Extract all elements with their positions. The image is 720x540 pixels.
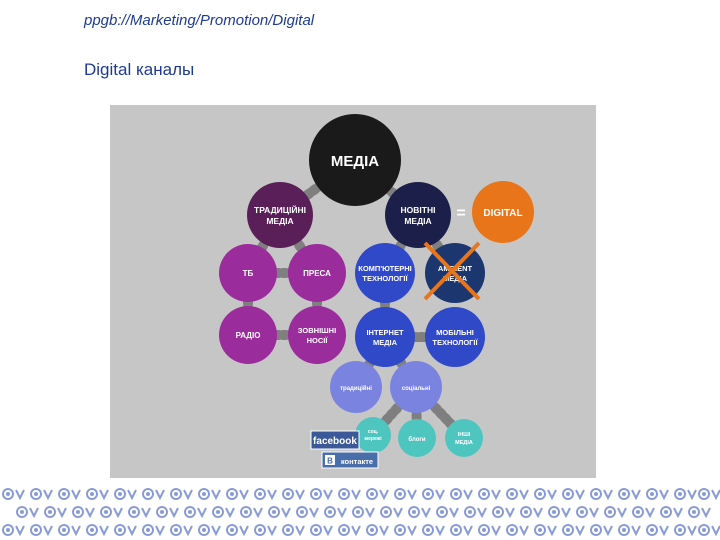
node-label-line: МЕДІА xyxy=(266,216,293,226)
node-social-networks: соц. мережі xyxy=(355,417,391,453)
node-label-line: МЕДІА xyxy=(443,274,468,283)
node-label-line: ТРАДИЦІЙНІ xyxy=(254,204,306,215)
node-circle xyxy=(445,419,483,457)
diagram-canvas: МЕДІА ТРАДИЦІЙНІ МЕДІА НОВІТНІ МЕДІА = D… xyxy=(219,114,534,469)
node-circle xyxy=(425,307,485,367)
media-diagram: МЕДІА ТРАДИЦІЙНІ МЕДІА НОВІТНІ МЕДІА = D… xyxy=(110,105,596,478)
vk-icon-letter: B xyxy=(327,457,333,466)
node-circle xyxy=(219,306,277,364)
node-circle xyxy=(330,361,382,413)
facebook-logo: facebook xyxy=(310,430,360,450)
border-row xyxy=(16,506,711,518)
node-label-line: МОБІЛЬНІ xyxy=(436,328,474,337)
node-label-tv: ТБ xyxy=(243,269,254,278)
node-traditional-media: ТРАДИЦІЙНІ МЕДІА xyxy=(247,182,313,248)
node-internet-media: ІНТЕРНЕТ МЕДІА xyxy=(355,307,415,367)
node-label-line: КОМП'ЮТЕРНІ xyxy=(358,264,411,273)
equals-sign: = xyxy=(456,205,465,222)
vkontakte-logo: B контакте xyxy=(321,451,379,469)
node-label-line: мережі xyxy=(364,436,382,442)
node-label-press: ПРЕСА xyxy=(303,269,331,278)
node-mobile-tech: МОБІЛЬНІ ТЕХНОЛОГІЇ xyxy=(425,307,485,367)
vk-icon xyxy=(325,455,335,465)
node-circle xyxy=(385,182,451,248)
node-ambient-media: AMBIENT МЕДІА xyxy=(423,241,485,303)
border-row xyxy=(2,524,720,536)
node-media: МЕДІА xyxy=(309,114,401,206)
node-label-digital: DIGITAL xyxy=(483,208,522,219)
facebook-badge xyxy=(310,430,360,450)
node-computer-tech: КОМП'ЮТЕРНІ ТЕХНОЛОГІЇ xyxy=(355,243,415,303)
vkontakte-badge xyxy=(321,451,379,469)
node-tv: ТБ xyxy=(219,244,277,302)
node-label-media: МЕДІА xyxy=(331,153,379,170)
node-digital: DIGITAL xyxy=(472,181,534,243)
node-label-line: ТЕХНОЛОГІЇ xyxy=(432,338,478,347)
node-label-line: НОСІЇ xyxy=(307,336,329,345)
node-label-line: ІНШІ xyxy=(458,432,471,438)
node-circle xyxy=(309,114,401,206)
node-traditional-web: традиційні xyxy=(330,361,382,413)
decorative-border xyxy=(2,488,720,536)
breadcrumb: ppgb://Marketing/Promotion/Digital xyxy=(84,12,315,29)
node-circle xyxy=(288,244,346,302)
node-circle xyxy=(288,306,346,364)
node-circle xyxy=(355,243,415,303)
node-label-line: ТЕХНОЛОГІЇ xyxy=(362,274,408,283)
node-label-line: МЕДІА xyxy=(455,440,473,446)
vkontakte-label: контакте xyxy=(341,457,373,466)
node-circle xyxy=(472,181,534,243)
node-label-line: ЗОВНІШНІ xyxy=(298,326,336,335)
node-social: соціальні xyxy=(390,361,442,413)
node-circle xyxy=(355,417,391,453)
node-press: ПРЕСА xyxy=(288,244,346,302)
node-circle xyxy=(390,361,442,413)
node-label-radio: РАДІО xyxy=(236,331,261,340)
facebook-label: facebook xyxy=(313,436,357,447)
node-circle xyxy=(219,244,277,302)
node-label-line: МЕДІА xyxy=(373,338,398,347)
node-new-media: НОВІТНІ МЕДІА xyxy=(385,182,451,248)
node-label-traditional-web: традиційні xyxy=(340,385,372,392)
node-other-media: ІНШІ МЕДІА xyxy=(445,419,483,457)
node-radio: РАДІО xyxy=(219,306,277,364)
node-label-line: соц. xyxy=(368,429,379,435)
page-title: Digital каналы xyxy=(84,60,195,79)
node-label-line: НОВІТНІ xyxy=(401,205,436,215)
node-circle xyxy=(247,182,313,248)
node-label-line: МЕДІА xyxy=(404,216,431,226)
node-label-line: ІНТЕРНЕТ xyxy=(366,328,404,337)
node-circle xyxy=(355,307,415,367)
strike-line xyxy=(423,241,481,301)
node-outdoor: ЗОВНІШНІ НОСІЇ xyxy=(288,306,346,364)
node-label-blogs: блоги xyxy=(408,436,425,443)
node-blogs: блоги xyxy=(398,419,436,457)
node-circle xyxy=(398,419,436,457)
node-label-social: соціальні xyxy=(402,386,431,392)
border-row xyxy=(2,488,720,500)
